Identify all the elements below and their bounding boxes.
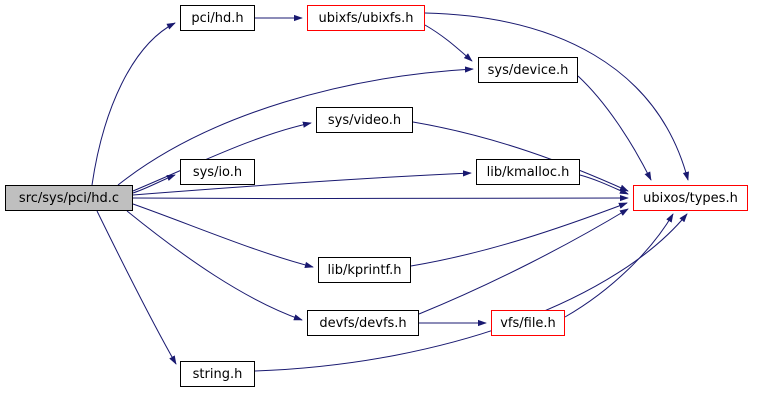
edge-hd-c-to-sys-video-h [132, 121, 312, 192]
edge-ubixfs-h-to-sys-device-h [424, 24, 473, 62]
graph-node-hd-c: src/sys/pci/hd.c [5, 185, 133, 211]
graph-node-string-h[interactable]: string.h [180, 361, 255, 387]
graph-node-sys-video-h[interactable]: sys/video.h [316, 107, 413, 133]
graph-node-pci-hd-h[interactable]: pci/hd.h [180, 5, 255, 31]
edge-hd-c-to-pci-hd-h [91, 22, 176, 186]
graph-node-vfs-file-h[interactable]: vfs/file.h [491, 310, 565, 336]
edge-hd-c-to-sys-io-h [132, 174, 176, 194]
edge-hd-c-to-lib-kmalloc-h [132, 170, 472, 196]
graph-node-sys-io-h[interactable]: sys/io.h [180, 159, 255, 185]
edge-vfs-file-h-to-ubixos-types-h [564, 213, 674, 318]
edge-lib-kprintf-h-to-ubixos-types-h [410, 202, 628, 267]
graph-node-lib-kmalloc-h[interactable]: lib/kmalloc.h [476, 159, 580, 185]
graph-node-ubixos-types-h[interactable]: ubixos/types.h [633, 185, 748, 211]
edge-hd-c-to-ubixos-types-h [132, 194, 629, 202]
edge-sys-video-h-to-ubixos-types-h [412, 121, 629, 192]
graph-node-devfs-devfs-h[interactable]: devfs/devfs.h [307, 310, 419, 336]
graph-node-sys-device-h[interactable]: sys/device.h [478, 57, 578, 83]
edge-hd-c-to-string-h [96, 210, 177, 365]
edge-hd-c-to-lib-kprintf-h [132, 203, 314, 269]
edge-hd-c-to-sys-device-h [117, 66, 474, 186]
graph-node-lib-kprintf-h[interactable]: lib/kprintf.h [318, 257, 411, 283]
graph-node-ubixfs-h[interactable]: ubixfs/ubixfs.h [307, 5, 425, 31]
edge-ubixfs-h-to-ubixos-types-h [424, 12, 689, 181]
edge-hd-c-to-devfs-devfs-h [126, 210, 303, 321]
edge-string-h-to-ubixos-types-h [254, 213, 688, 372]
edge-lib-kmalloc-h-to-ubixos-types-h [579, 174, 629, 195]
edge-sys-device-h-to-ubixos-types-h [577, 75, 652, 181]
edge-devfs-devfs-h-to-ubixos-types-h [418, 208, 629, 315]
